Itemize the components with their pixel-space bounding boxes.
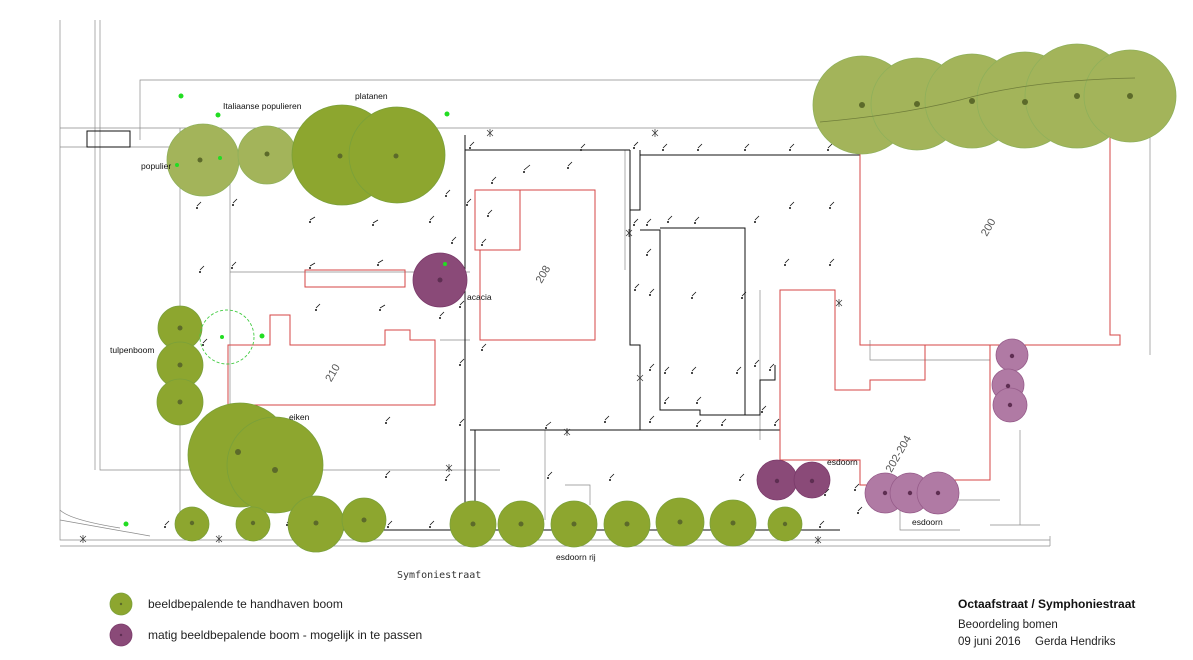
- legend-swatch-green-dot: [119, 602, 123, 606]
- height-marker: [164, 147, 859, 528]
- legend-swatch-purple-dot: [119, 633, 123, 637]
- tree-dashed-outline: [199, 309, 255, 365]
- height-value-marks: [164, 141, 863, 526]
- asterisk-markers: [79, 129, 843, 544]
- trees-purple-light: [864, 338, 1029, 515]
- height-markers: [164, 141, 863, 528]
- title-block: Octaafstraat / Symphoniestraat Beoordeli…: [958, 597, 1135, 648]
- building-210: [227, 314, 436, 406]
- tree-eik: [226, 416, 324, 514]
- label-esdoorn-rij: esdoorn rij: [556, 552, 596, 562]
- small-green-points: [123, 93, 450, 527]
- label-platanen: platanen: [355, 91, 388, 101]
- building-202-204: [779, 289, 991, 486]
- title-block-title: Octaafstraat / Symphoniestraat: [958, 597, 1135, 611]
- building-number-210: 210: [323, 362, 343, 384]
- tree-populier: [166, 123, 240, 197]
- tree-trunks: [177, 93, 1133, 527]
- label-street: Symfoniestraat: [397, 570, 481, 581]
- label-eiken: eiken: [289, 412, 310, 422]
- trees-dark-green: [156, 104, 803, 553]
- label-acacia: acacia: [467, 292, 492, 302]
- building-number-200: 200: [979, 217, 999, 239]
- purple-tree-trunks: [437, 277, 1015, 496]
- label-esdoorn-2: esdoorn: [912, 517, 943, 527]
- trees-purple: [412, 252, 831, 501]
- gate-block: [86, 130, 131, 148]
- label-tulpenboom: tulpenboom: [110, 345, 154, 355]
- legend-item-2: matig beeldbepalende boom - mogelijk in …: [148, 628, 422, 642]
- title-block-date: 09 juni 2016: [958, 636, 1021, 648]
- building-210-annex: [304, 269, 406, 288]
- legend-item-1: beeldbepalende te handhaven boom: [148, 597, 343, 611]
- label-populier: populier: [141, 161, 171, 171]
- building-number-202-204: 202-204: [884, 434, 915, 475]
- label-esdoorn-1: esdoorn: [827, 457, 858, 467]
- building-208: [474, 189, 596, 341]
- title-block-subtitle: Beoordeling bomen: [958, 619, 1058, 631]
- title-block-author: Gerda Hendriks: [1035, 636, 1116, 648]
- top-row-edge-line: [819, 77, 1136, 123]
- label-italiaanse-populieren: Italiaanse populieren: [223, 101, 302, 111]
- building-number-208: 208: [534, 264, 554, 286]
- legend: beeldbepalende te handhaven boom matig b…: [109, 592, 422, 647]
